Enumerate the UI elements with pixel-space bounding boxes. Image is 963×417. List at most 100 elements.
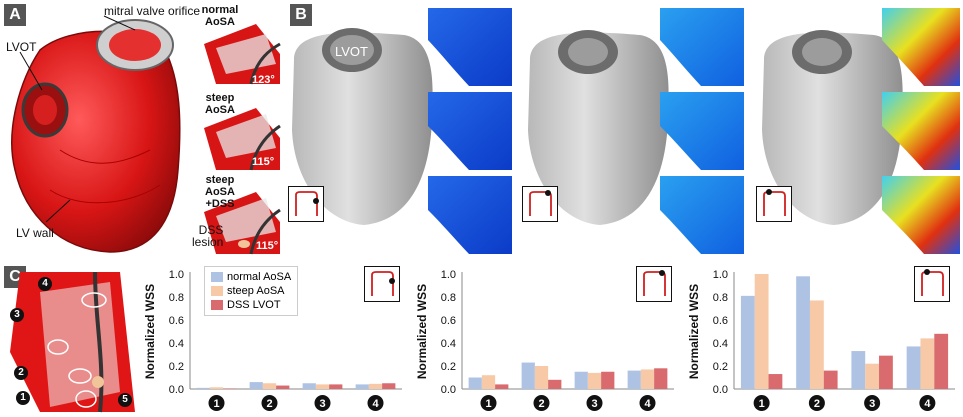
bar-normal-aosa-4 xyxy=(906,346,921,389)
y-tick-label: 0.6 xyxy=(441,315,456,327)
y-tick-label: 0.0 xyxy=(169,384,184,396)
bar-normal-aosa-3 xyxy=(851,351,866,389)
y-tick-label: 0.4 xyxy=(441,338,456,350)
simulation-renders xyxy=(292,8,960,254)
bar-steep-aosa-1 xyxy=(481,375,496,389)
y-tick-label: 0.2 xyxy=(713,361,728,373)
lvot-cutaway-illustration xyxy=(10,271,135,413)
x-tick-label: 3 xyxy=(319,398,325,410)
y-tick-label: 0.2 xyxy=(169,361,184,373)
bar-steep-aosa-3 xyxy=(315,384,330,389)
chart-legend: normal AoSA steep AoSA DSS LVOT xyxy=(204,266,299,316)
x-category-marker xyxy=(480,395,497,411)
lvot-outline-2 xyxy=(529,190,552,216)
lv-wall-label: LV wall xyxy=(16,226,54,240)
y-axis-label: Normalized WSS xyxy=(415,284,429,379)
bar-dss-lvot-1 xyxy=(768,374,783,389)
panel-letter-a: A xyxy=(4,4,26,26)
y-tick-label: 0.6 xyxy=(713,315,728,327)
chart-inset-outline-1 xyxy=(371,271,395,296)
x-tick-label: 2 xyxy=(814,398,820,410)
marker-2: 2 xyxy=(14,366,28,380)
x-tick-label: 4 xyxy=(924,398,931,410)
bar-steep-aosa-2 xyxy=(262,383,277,389)
chart-inset-3 xyxy=(914,266,950,302)
variant-normal-angle: 123° xyxy=(252,74,275,86)
x-tick-label: 3 xyxy=(869,398,875,410)
variant-steep-label: steep AoSA xyxy=(200,92,240,116)
marker-5: 5 xyxy=(118,393,132,407)
bar-dss-lvot-3 xyxy=(329,384,343,389)
x-category-marker xyxy=(808,395,825,411)
lvot-label: LVOT xyxy=(6,40,37,54)
y-tick-label: 0.2 xyxy=(441,361,456,373)
bar-normal-aosa-1 xyxy=(196,387,210,389)
bar-steep-aosa-1 xyxy=(754,274,769,389)
y-axis-label: Normalized WSS xyxy=(143,284,157,379)
variant-normal-line2: AoSA xyxy=(205,16,235,28)
x-category-marker xyxy=(261,395,278,411)
bar-normal-aosa-2 xyxy=(796,276,810,389)
variant-dss-angle: 115° xyxy=(256,240,279,252)
legend-swatch-normal xyxy=(211,272,223,282)
bar-normal-aosa-1 xyxy=(740,295,755,389)
chart-inset-2 xyxy=(636,266,672,302)
dss-lesion-line2: lesion xyxy=(192,235,224,249)
bar-normal-aosa-4 xyxy=(627,370,641,389)
legend-label-dss: DSS LVOT xyxy=(227,299,281,311)
x-tick-label: 3 xyxy=(591,398,597,410)
bar-steep-aosa-4 xyxy=(368,383,383,389)
heart-3d-illustration xyxy=(11,15,181,253)
legend-label-normal: normal AoSA xyxy=(227,271,292,283)
legend-swatch-steep xyxy=(211,286,223,296)
x-category-marker xyxy=(208,395,225,411)
y-tick-label: 0.8 xyxy=(713,292,728,304)
y-tick-label: 1.0 xyxy=(713,269,728,281)
variant-normal-line1: normal xyxy=(201,4,239,16)
x-category-marker xyxy=(533,395,550,411)
variant-dss-line2: AoSA xyxy=(205,186,235,198)
legend-swatch-dss xyxy=(211,300,223,310)
bar-dss-lvot-2 xyxy=(548,379,562,389)
aosa-variant-renders xyxy=(202,8,281,255)
y-tick-label: 0.0 xyxy=(713,384,728,396)
chart-inset-outline-3 xyxy=(921,269,944,296)
bar-steep-aosa-3 xyxy=(587,372,602,389)
legend-item-steep: steep AoSA xyxy=(211,284,291,298)
legend-item-normal: normal AoSA xyxy=(211,270,291,284)
x-category-marker xyxy=(753,395,770,411)
x-category-marker xyxy=(864,395,881,411)
bar-normal-aosa-2 xyxy=(521,362,535,389)
bar-dss-lvot-4 xyxy=(382,383,396,389)
y-tick-label: 0.8 xyxy=(169,292,184,304)
y-tick-label: 0.4 xyxy=(713,338,728,350)
bar-dss-lvot-1 xyxy=(223,388,237,389)
variant-dss-label: steep AoSA +DSS xyxy=(200,174,240,210)
variant-dss-line1: steep xyxy=(205,174,235,186)
inset-lvot-view-1 xyxy=(288,186,324,222)
y-axis-label: Normalized WSS xyxy=(687,284,701,379)
bar-dss-lvot-2 xyxy=(276,385,290,389)
marker-3: 3 xyxy=(10,308,24,322)
bar-steep-aosa-3 xyxy=(865,363,880,389)
dss-lesion-line1: DSS xyxy=(198,223,224,237)
bar-normal-aosa-2 xyxy=(249,382,263,389)
x-tick-label: 2 xyxy=(538,398,544,410)
bar-dss-lvot-3 xyxy=(601,371,615,389)
bar-steep-aosa-2 xyxy=(534,366,549,389)
chart-inset-1 xyxy=(364,266,400,302)
bar-normal-aosa-3 xyxy=(302,383,316,389)
marker-4: 4 xyxy=(38,277,52,291)
legend-item-dss: DSS LVOT xyxy=(211,298,291,312)
bar-dss-lvot-4 xyxy=(934,333,949,389)
bar-dss-lvot-1 xyxy=(495,384,509,389)
x-category-marker xyxy=(586,395,603,411)
x-tick-label: 1 xyxy=(759,398,765,410)
bar-steep-aosa-2 xyxy=(809,300,824,389)
bar-steep-aosa-1 xyxy=(209,387,224,389)
x-category-marker xyxy=(314,395,331,411)
y-tick-label: 0.8 xyxy=(441,292,456,304)
x-tick-label: 4 xyxy=(372,398,379,410)
